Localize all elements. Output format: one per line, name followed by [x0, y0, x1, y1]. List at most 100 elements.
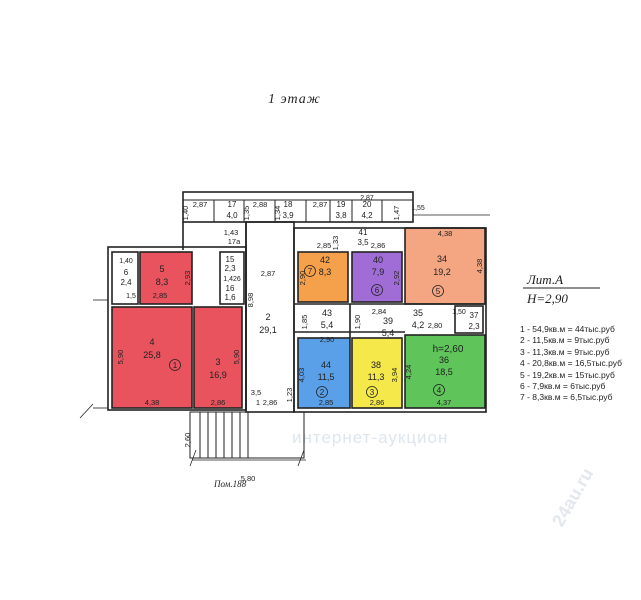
- room-area-40: 7,9: [372, 267, 385, 277]
- room-area-2: 29,1: [259, 325, 277, 335]
- room-number-19: 19: [337, 200, 346, 209]
- floor-title: 1 этаж: [268, 92, 321, 107]
- room-number-38: 38: [371, 360, 381, 370]
- room-area-3: 16,9: [209, 370, 227, 380]
- room-fill-green: [405, 335, 485, 408]
- legend-item: 7 - 8,3кв.м = 6,5тыс.руб: [520, 392, 613, 403]
- dim-label: 4,37: [437, 398, 452, 407]
- dim-label: 5,90: [232, 350, 241, 365]
- room-area-41: 3,5: [357, 238, 369, 247]
- dim-label: 2,87: [313, 200, 328, 209]
- lot-label-4: 4: [437, 386, 442, 395]
- dimension-lines: [79, 214, 490, 467]
- legend-item: 2 - 11,5кв.м = 9тыс.руб: [520, 335, 610, 346]
- dim-label: 4,38: [475, 259, 484, 274]
- legend-item: 1 - 54,9кв.м = 44тыс.руб: [520, 324, 615, 334]
- dim-label: 1: [256, 398, 260, 407]
- room-fill-red-5: [140, 252, 192, 304]
- dim-label: 8,98: [246, 293, 255, 308]
- dim-label: 2,86: [263, 398, 278, 407]
- dim-label: 17а: [228, 237, 241, 246]
- room-fill-red-3: [194, 307, 242, 408]
- lot-label-2: 2: [320, 388, 325, 397]
- room-number-35: 35: [413, 308, 423, 318]
- legend-item: 3 - 11,3кв.м = 9тыс.руб: [520, 346, 610, 357]
- dim-label: 2,85: [317, 241, 332, 250]
- room-area-43: 5,4: [321, 320, 334, 330]
- room-number-2: 2: [265, 312, 270, 322]
- watermark-text: интернет-аукцион: [292, 428, 449, 447]
- dim-label: 2,90: [320, 335, 335, 344]
- room-number-42: 42: [320, 255, 330, 265]
- room-number-34: 34: [437, 254, 447, 264]
- dim-label: 2,86: [371, 241, 386, 250]
- lot-label-3: 3: [370, 388, 375, 397]
- room-number-16: 16: [226, 284, 235, 293]
- dim-label: 2,90: [298, 271, 307, 286]
- dim-label: 2,87: [360, 195, 374, 202]
- room-number-3: 3: [215, 357, 220, 367]
- legend-item: 5 - 19,2кв.м = 15тыс.руб: [520, 369, 615, 380]
- room-number-41: 41: [359, 228, 368, 237]
- room-number-36: 36: [439, 355, 449, 365]
- dim-label: 1,85: [300, 315, 309, 330]
- room-number-6: 6: [124, 268, 129, 277]
- dim-label: 1,5: [126, 293, 136, 300]
- room-number-43: 43: [322, 308, 332, 318]
- lot-label-5: 5: [436, 287, 441, 296]
- room-number-37: 37: [470, 311, 479, 320]
- dim-label: 1,55: [411, 205, 425, 212]
- dim-label: 5,90: [116, 350, 125, 365]
- room-area-20: 4,2: [361, 211, 373, 220]
- dim-label: 2,86: [370, 398, 385, 407]
- dim-label: 2,80: [428, 321, 443, 330]
- room-area-4: 25,8: [143, 350, 161, 360]
- dim-label: 1,23: [285, 388, 294, 403]
- room-area-42: 8,3: [319, 267, 332, 277]
- room-fill-blue: [298, 338, 350, 408]
- dim-label: 2,86: [211, 398, 226, 407]
- dim-label: 4,38: [145, 398, 160, 407]
- dim-label: 1,43: [224, 228, 239, 237]
- room-area-5: 8,3: [156, 277, 169, 287]
- dim-label: 2,84: [372, 307, 387, 316]
- room-area-36: 18,5: [435, 367, 453, 377]
- room-height-label: h=2,60: [433, 344, 464, 355]
- dim-label: 2,87: [261, 269, 276, 278]
- room-area-35: 4,2: [412, 320, 425, 330]
- dim-label: 1,33: [331, 236, 340, 251]
- dim-label: 2,92: [392, 271, 401, 286]
- lot-label-6: 6: [375, 286, 380, 295]
- entrance-stairs: [189, 411, 305, 459]
- dim-label: 4,24: [404, 365, 413, 380]
- top-partitions: [183, 199, 413, 222]
- room-area-37: 2,3: [468, 322, 480, 331]
- room-number-39: 39: [383, 316, 393, 326]
- dim-label: 1,50: [452, 309, 466, 316]
- dim-label: 2,93: [183, 271, 192, 286]
- dim-label: 2,85: [153, 291, 168, 300]
- dim-label: 1,426: [223, 276, 241, 283]
- dim-label: 1,35: [242, 206, 251, 221]
- room-number-20: 20: [363, 200, 372, 209]
- room-number-5: 5: [159, 264, 164, 274]
- dim-label: 1,40: [181, 206, 190, 221]
- room-area-18: 3,9: [282, 211, 294, 220]
- lot-label-1: 1: [173, 361, 178, 370]
- price-legend: 1 - 54,9кв.м = 44тыс.руб 2 - 11,5кв.м = …: [520, 324, 622, 404]
- dim-label: 1,40: [119, 258, 133, 265]
- room-area-19: 3,8: [335, 211, 347, 220]
- dim-label: 2,88: [253, 200, 268, 209]
- room-number-44: 44: [321, 360, 331, 370]
- dim-label: 1,90: [353, 315, 362, 330]
- premises-label: Пом.188: [214, 479, 247, 489]
- dim-label: 4,03: [297, 368, 306, 383]
- room-area-16: 1,6: [224, 293, 236, 302]
- room-fill-yellow: [352, 338, 402, 408]
- room-area-44: 11,5: [318, 372, 335, 382]
- dim-label: 2,87: [193, 200, 208, 209]
- room-area-34: 19,2: [433, 267, 451, 277]
- legend-item: 6 - 7,9кв.м = 6тыс.руб: [520, 381, 606, 392]
- room-area-6: 2,4: [120, 278, 132, 287]
